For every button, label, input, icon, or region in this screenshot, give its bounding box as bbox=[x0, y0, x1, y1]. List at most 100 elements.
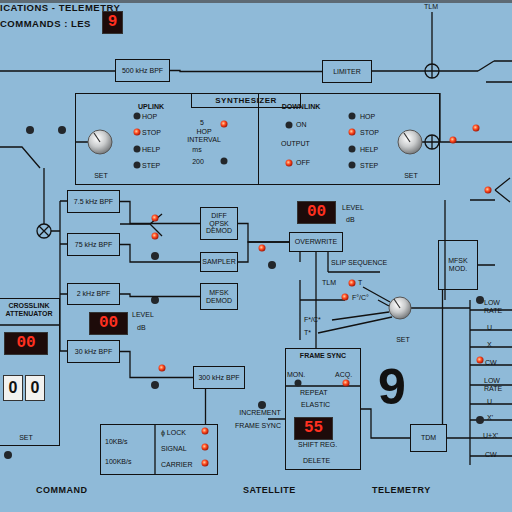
synthesizer-panel: SYNTHESIZERUPLINKDOWNLINK bbox=[75, 93, 440, 185]
indicator-led bbox=[450, 137, 457, 144]
summing-junction bbox=[425, 64, 439, 78]
filter-box: 30 kHz BPF bbox=[67, 340, 120, 363]
panel-label: ON bbox=[296, 121, 316, 129]
panel-label: DELETE bbox=[303, 457, 338, 465]
panel-label: TLM bbox=[424, 3, 444, 11]
toggle-switch bbox=[476, 416, 484, 424]
panel-label: U bbox=[487, 324, 499, 332]
toggle-switch bbox=[258, 401, 266, 409]
indicator-led bbox=[152, 233, 159, 240]
counter-digit: 0 bbox=[3, 375, 23, 401]
rotary-knob bbox=[88, 130, 422, 319]
toggle-switch bbox=[349, 162, 356, 169]
node-text: FRAME SYNC bbox=[286, 352, 360, 360]
indicator-led bbox=[221, 121, 228, 128]
node-text: MFSK DEMOD bbox=[201, 289, 237, 304]
panel-label: STEP bbox=[142, 162, 172, 170]
panel-label: HOP bbox=[142, 113, 172, 121]
modulator-box: MFSK MOD. bbox=[438, 240, 478, 290]
knob-pointer bbox=[394, 299, 400, 308]
node-text: 2 kHz BPF bbox=[76, 290, 111, 298]
panel-title: COMMANDS : LES bbox=[0, 19, 100, 29]
attenuator-panel: CROSSLINK ATTENUATOR bbox=[0, 298, 60, 446]
indicator-led bbox=[343, 380, 350, 387]
panel-label: LEVEL bbox=[132, 311, 162, 319]
rotary-knob bbox=[88, 130, 112, 154]
panel-label: TLM bbox=[322, 279, 340, 287]
indicator-led bbox=[159, 365, 166, 372]
panel-label: SLIP SEQUENCE bbox=[331, 259, 391, 267]
node-text: 30 kHz BPF bbox=[74, 348, 113, 356]
mixer-symbol bbox=[37, 224, 51, 238]
node-text: UPLINK bbox=[121, 103, 181, 111]
indicator-led bbox=[286, 160, 293, 167]
indicator-led bbox=[152, 215, 159, 222]
indicator-led bbox=[349, 129, 356, 136]
filter-box: 2 kHz BPF bbox=[67, 283, 120, 305]
downlink-section: DOWNLINK bbox=[259, 94, 439, 184]
panel-label: CW bbox=[485, 359, 503, 367]
summing-junction bbox=[425, 135, 439, 149]
toggle-switch bbox=[134, 113, 141, 120]
panel-label: ACQ. bbox=[335, 371, 357, 379]
panel-label: SET bbox=[15, 434, 37, 442]
filter-box: 7.5 kHz BPF bbox=[67, 190, 120, 213]
panel-label: REPEAT bbox=[300, 389, 340, 397]
panel-label: FRAME SYNC bbox=[232, 422, 284, 430]
knob-pointer bbox=[94, 133, 100, 142]
signal-wire bbox=[205, 389, 206, 424]
signal-wire bbox=[120, 245, 200, 263]
panel-label: LOW RATE bbox=[484, 377, 510, 392]
section-label: COMMAND bbox=[36, 486, 96, 496]
panel-label: 5 bbox=[196, 119, 208, 127]
summing-junction bbox=[425, 64, 439, 78]
rotary-knob bbox=[398, 130, 422, 154]
indicator-led bbox=[202, 460, 209, 467]
tdm-box: TDM bbox=[410, 424, 447, 452]
panel-label: SET bbox=[90, 172, 112, 180]
indicator-led bbox=[485, 187, 492, 194]
summing-junction bbox=[37, 64, 439, 238]
panel-label: X' bbox=[487, 414, 501, 422]
indicator-led bbox=[202, 444, 209, 451]
node-text: LIMITER bbox=[332, 68, 362, 76]
node-text: CROSSLINK ATTENUATOR bbox=[1, 302, 57, 317]
section-label: SATELLITE bbox=[243, 486, 313, 496]
panel-label: 200 bbox=[188, 158, 208, 166]
panel-label: SHIFT REG. bbox=[298, 441, 343, 449]
toggle-switch bbox=[4, 451, 12, 459]
node-text: SIGNAL bbox=[161, 445, 216, 453]
panel-label: OFF bbox=[296, 159, 316, 167]
signal-wire bbox=[315, 252, 316, 348]
panel-label: U bbox=[487, 398, 499, 406]
signal-wire bbox=[238, 242, 289, 262]
node-text: SAMPLER bbox=[201, 258, 236, 266]
wire bbox=[0, 12, 512, 475]
frame-sync-panel: FRAME SYNC bbox=[285, 348, 361, 470]
panel-label: T bbox=[358, 279, 368, 287]
node-text: TDM bbox=[420, 434, 437, 442]
panel-label: SET bbox=[392, 336, 414, 344]
node-text: OVERWRITE bbox=[294, 238, 338, 246]
toggle-switch bbox=[151, 296, 159, 304]
demodulator-box: MFSK DEMOD bbox=[200, 283, 238, 310]
panel-label: T* bbox=[304, 329, 319, 337]
signal-wire bbox=[238, 224, 289, 243]
node-text: DOWNLINK bbox=[271, 103, 331, 111]
section-label: TELEMETRY bbox=[372, 486, 452, 496]
indicator-led bbox=[477, 357, 484, 364]
filter-box: 300 kHz BPF bbox=[193, 366, 245, 389]
indicator-led bbox=[259, 245, 266, 252]
demodulator-box: DIFF QPSK DEMOD bbox=[200, 207, 238, 240]
panel-number: 9 bbox=[370, 362, 414, 412]
mixer-symbol bbox=[39, 226, 49, 236]
toggle-switch bbox=[476, 296, 484, 304]
indicator-led bbox=[202, 428, 209, 435]
node-text: 300 kHz BPF bbox=[197, 374, 240, 382]
toggle-switch bbox=[295, 380, 302, 387]
node-text: 7.5 kHz BPF bbox=[73, 198, 114, 206]
panel-label: ELASTIC bbox=[301, 401, 341, 409]
toggle-switch bbox=[349, 146, 356, 153]
panel-label: STOP bbox=[360, 129, 386, 137]
lock-indicator-box: 10KB/s100KB/sϕ LOCKSIGNALCARRIER bbox=[100, 424, 218, 475]
